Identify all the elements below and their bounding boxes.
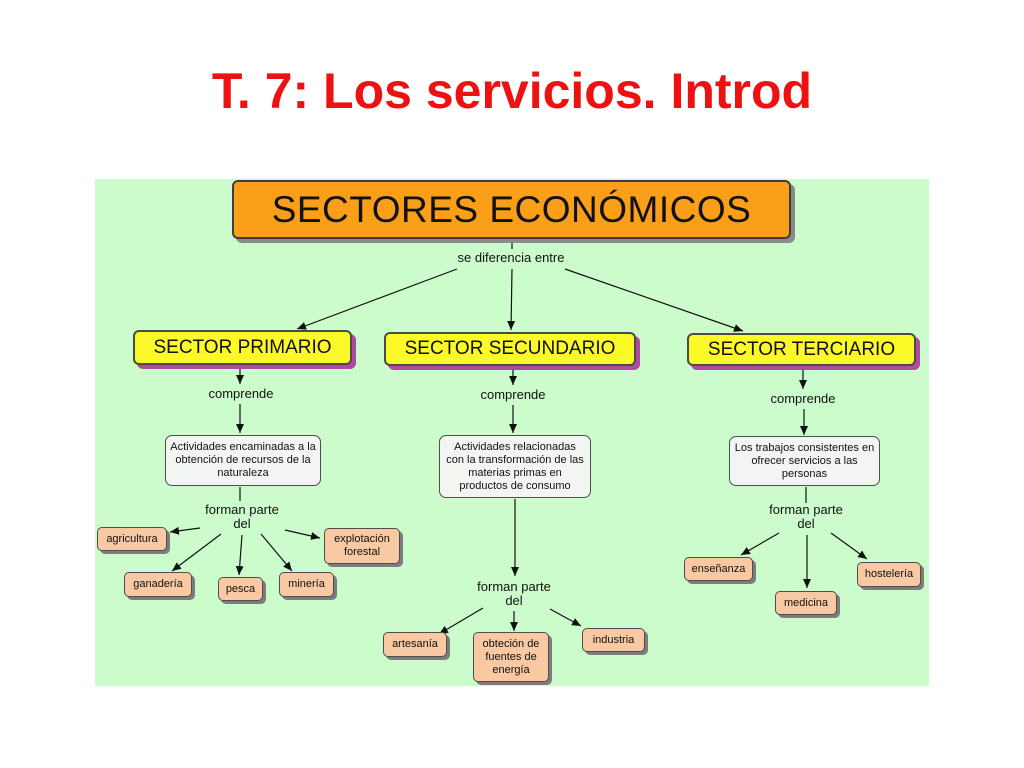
root-concept: SECTORES ECONÓMICOS [232, 180, 791, 239]
leaf-artesania: artesanía [383, 632, 447, 657]
leaf-explotacion-forestal: explotación forestal [324, 528, 400, 564]
terciario-forman-label: forman parte del [769, 502, 843, 531]
sector-primario: SECTOR PRIMARIO [133, 330, 352, 365]
secundario-description: Actividades relacionadas con la transfor… [439, 435, 591, 498]
leaf-industria: industria [582, 628, 645, 652]
leaf-pesca: pesca [218, 577, 263, 601]
secundario-comprende-label: comprende [480, 387, 546, 402]
leaf-ganaderia: ganadería [124, 572, 192, 597]
leaf-hosteleria: hostelería [857, 562, 921, 587]
terciario-description: Los trabajos consistentes en ofrecer ser… [729, 436, 880, 486]
connector-lines [169, 239, 868, 635]
leaf-ensenanza: enseñanza [684, 557, 753, 581]
primario-description: Actividades encaminadas a la obtención d… [165, 435, 321, 486]
root-link-label: se diferencia entre [457, 250, 565, 265]
primario-comprende-label: comprende [208, 386, 274, 401]
leaf-agricultura: agricultura [97, 527, 167, 551]
leaf-mineria: minería [279, 572, 334, 597]
sector-terciario: SECTOR TERCIARIO [687, 333, 916, 366]
concept-map: SECTORES ECONÓMICOS se diferencia entre … [95, 179, 929, 686]
slide-title: T. 7: Los servicios. Introd [211, 63, 813, 119]
sector-secundario: SECTOR SECUNDARIO [384, 332, 636, 366]
leaf-fuentes-energia: obteción de fuentes de energía [473, 632, 549, 682]
terciario-comprende-label: comprende [770, 391, 836, 406]
leaf-medicina: medicina [775, 591, 837, 615]
secundario-forman-label: forman parte del [477, 579, 551, 608]
primario-forman-label: forman parte del [205, 502, 279, 531]
